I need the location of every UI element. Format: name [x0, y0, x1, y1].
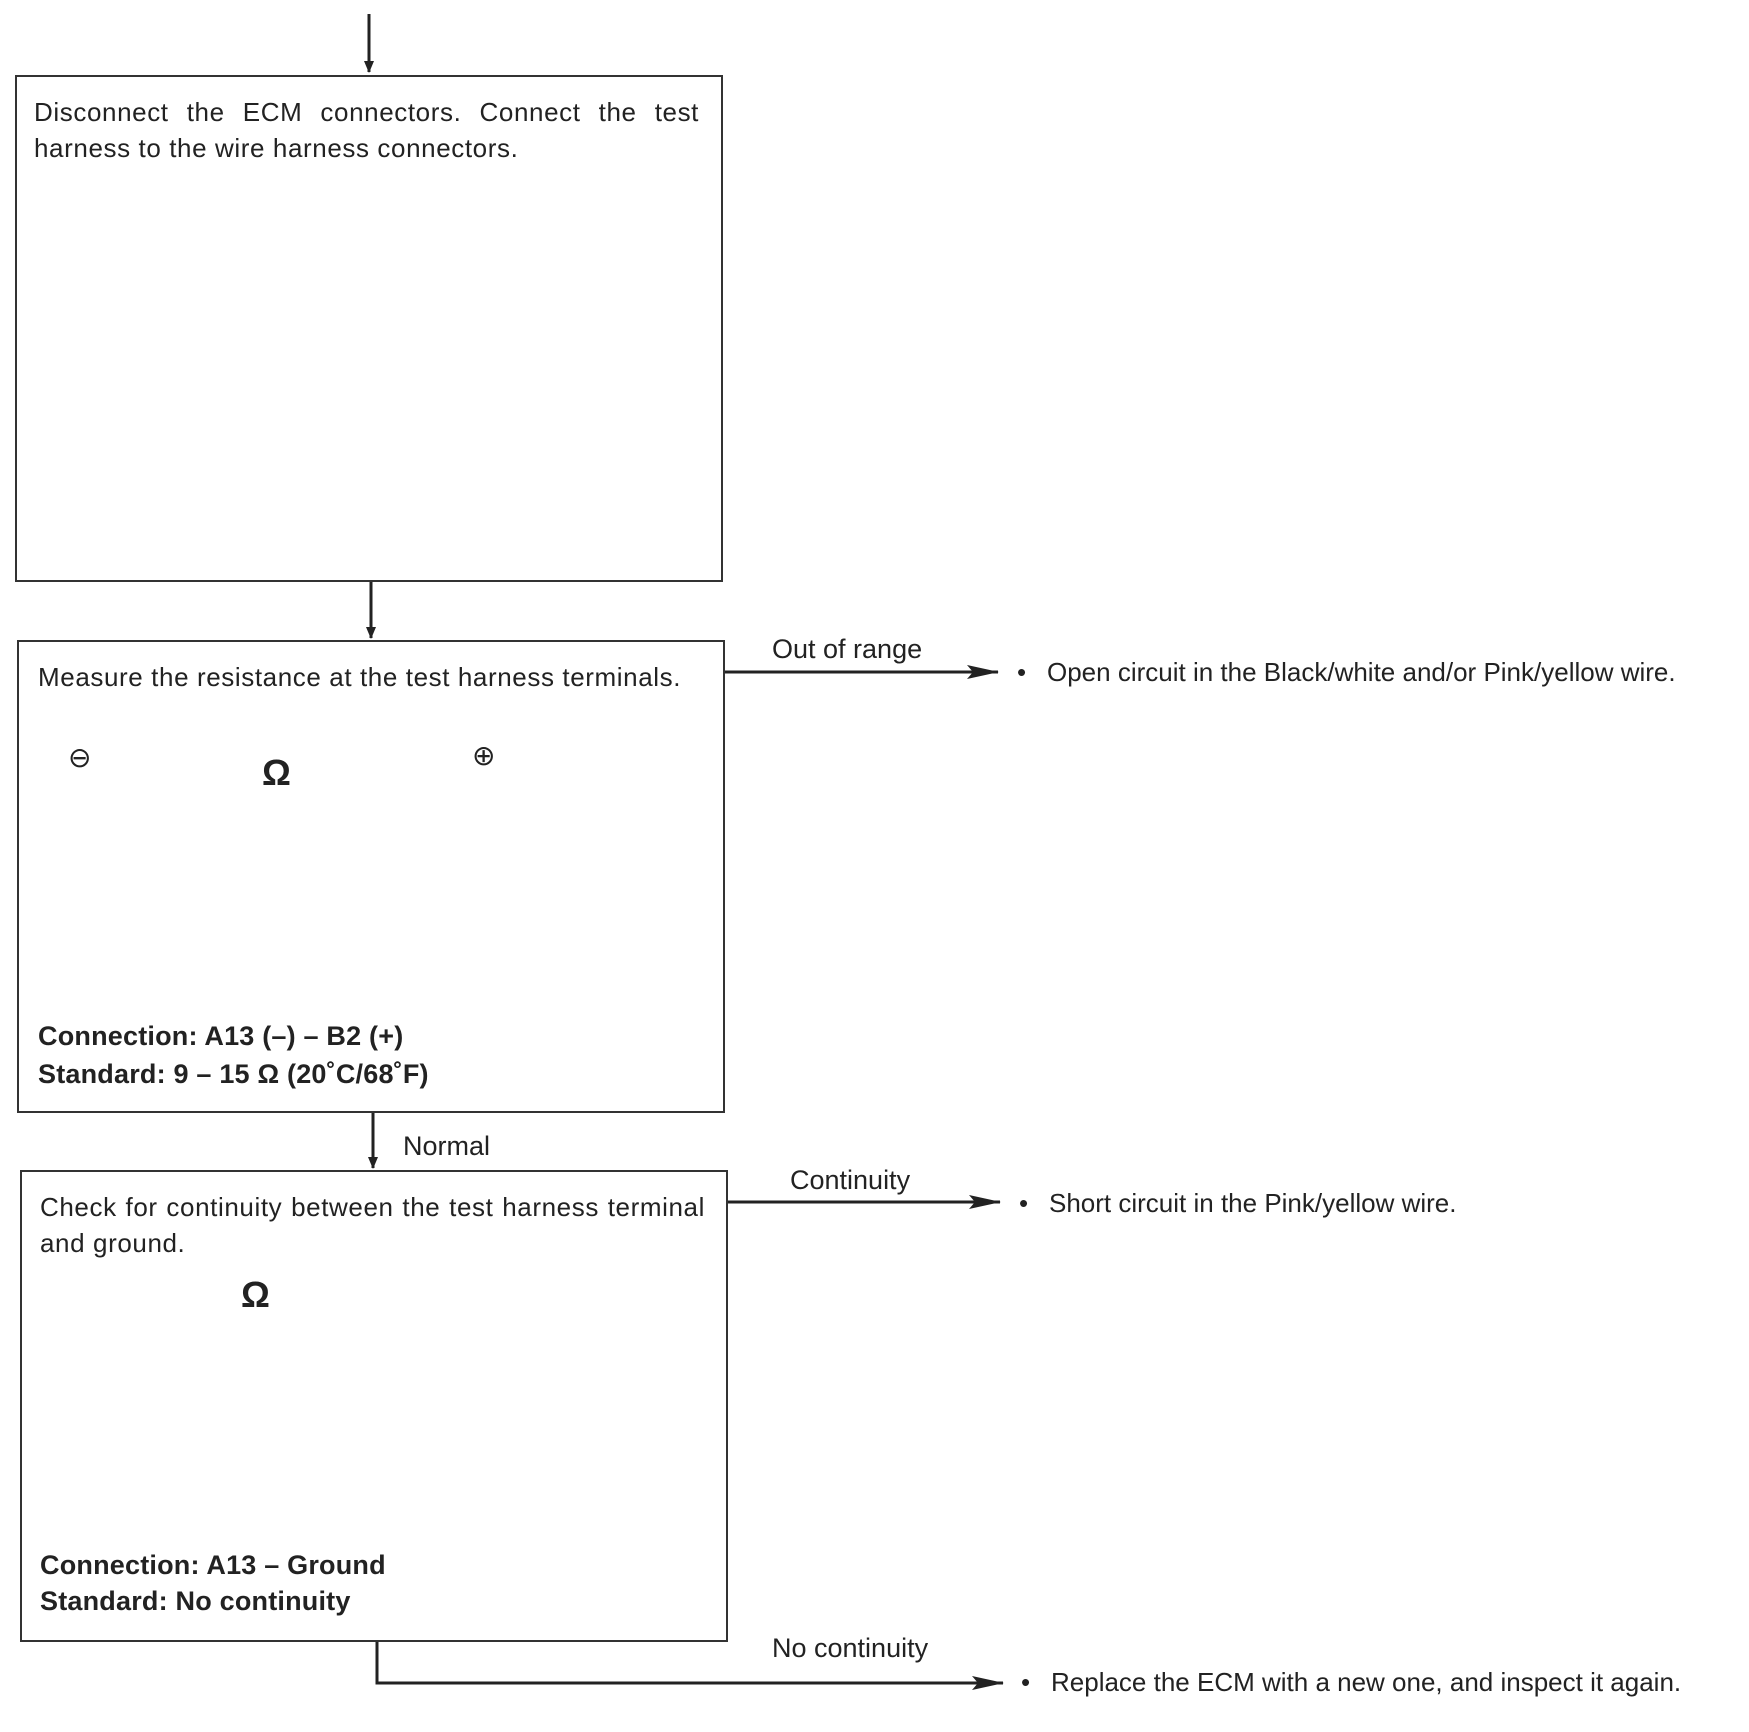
step-3-text: Check for continuity between the test ha… — [40, 1192, 705, 1258]
positive-terminal-icon: ⊕ — [472, 740, 496, 771]
label-continuity: Continuity — [790, 1165, 911, 1195]
ohm-symbol-step-2: Ω — [262, 752, 291, 793]
result-replace-ecm-text: Replace the ECM with a new one, and insp… — [1051, 1667, 1682, 1697]
step-2-text: Measure the resistance at the test harne… — [38, 662, 682, 692]
bullet-icon: • — [1017, 657, 1027, 687]
label-no-continuity: No continuity — [772, 1633, 929, 1663]
step-3-connection: Connection: A13 – Ground — [40, 1550, 386, 1580]
result-short-circuit-text: Short circuit in the Pink/yellow wire. — [1049, 1188, 1457, 1218]
step-3-box: Check for continuity between the test ha… — [20, 1170, 728, 1642]
step-2-standard: Standard: 9 – 15 Ω (20˚C/68˚F) — [38, 1059, 429, 1089]
step-2-box: Measure the resistance at the test harne… — [17, 640, 725, 1113]
step-2-connection: Connection: A13 (–) – B2 (+) — [38, 1021, 404, 1051]
ohm-symbol-step-3: Ω — [241, 1274, 270, 1315]
bullet-icon: • — [1021, 1667, 1031, 1697]
step-3-standard: Standard: No continuity — [40, 1586, 351, 1616]
result-open-circuit-text: Open circuit in the Black/white and/or P… — [1047, 657, 1676, 687]
step-1-text: Disconnect the ECM connectors. Connect t… — [34, 97, 699, 163]
label-out-of-range: Out of range — [772, 634, 923, 664]
negative-terminal-icon: ⊖ — [68, 742, 92, 773]
arrow-no-continuity — [375, 1641, 1004, 1690]
label-normal: Normal — [403, 1131, 491, 1161]
bullet-icon: • — [1019, 1188, 1029, 1218]
step-1-box: Disconnect the ECM connectors. Connect t… — [15, 75, 723, 582]
